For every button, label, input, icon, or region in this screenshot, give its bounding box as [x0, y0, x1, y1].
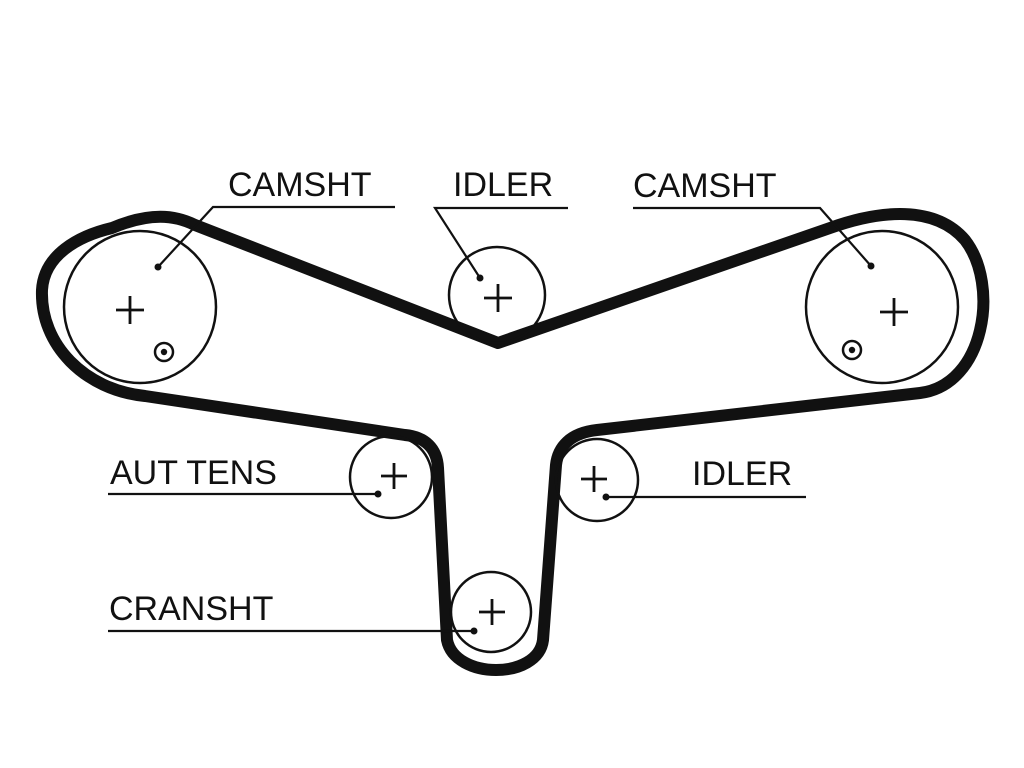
left-camshaft-center-icon	[116, 296, 144, 324]
right-camshaft-pulley	[804, 229, 960, 385]
leader-camshaft-left	[154, 205, 395, 271]
timing-belt	[35, 208, 990, 676]
left-timing-mark-icon	[153, 341, 175, 363]
label-auto-tensioner: AUT TENS	[110, 454, 277, 492]
label-camshaft-left: CAMSHT	[228, 166, 372, 204]
top-idler-center-icon	[484, 284, 512, 312]
right-idler-pulley	[554, 437, 640, 523]
leader-crankshaft	[108, 627, 478, 635]
crankshaft-center-icon	[479, 599, 505, 625]
leader-idler-top	[432, 206, 568, 282]
leader-idler-right	[602, 493, 806, 501]
label-camshaft-right: CAMSHT	[633, 167, 777, 205]
crankshaft-pulley	[449, 570, 533, 654]
label-crankshaft: CRANSHT	[109, 590, 273, 628]
right-timing-mark-icon	[841, 339, 863, 361]
top-idler-pulley	[447, 245, 547, 345]
auto-tensioner-center-icon	[381, 463, 407, 489]
label-idler-right: IDLER	[692, 455, 792, 493]
auto-tensioner-pulley	[348, 434, 434, 520]
right-camshaft-center-icon	[880, 298, 908, 326]
right-idler-center-icon	[581, 466, 607, 492]
leader-auto-tensioner	[108, 490, 382, 498]
left-camshaft-pulley	[62, 229, 218, 385]
leader-camshaft-right	[633, 206, 875, 270]
label-idler-top: IDLER	[453, 166, 553, 204]
